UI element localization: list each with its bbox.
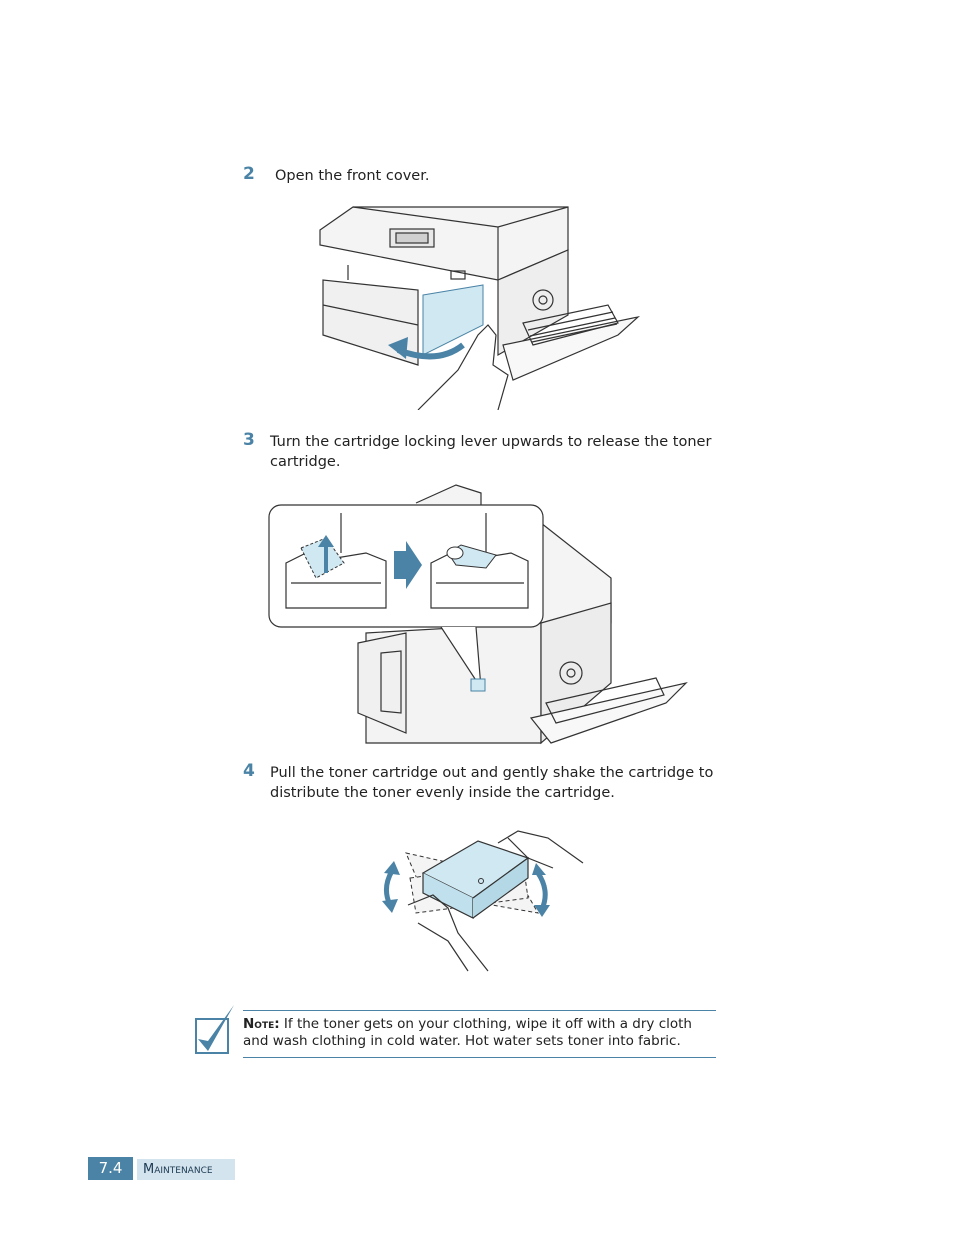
step-number: 4 [243,761,255,781]
step-instruction: Open the front cover. [275,168,430,184]
checkmark-icon [195,1005,234,1054]
section-title: Maintenance [137,1159,235,1180]
cartridge-lever-illustration [268,484,688,745]
note-text: If the toner gets on your clothing, wipe… [243,1016,692,1049]
page-number: 7.4 [88,1157,133,1180]
step-number: 2 [243,164,255,184]
step-instruction: Pull the toner cartridge out and gently … [270,765,714,801]
shake-cartridge-illustration [382,830,584,972]
step-number: 3 [243,430,255,450]
step-instruction: Turn the cartridge locking lever upwards… [270,434,712,470]
note-label: Note: [243,1016,280,1032]
note-box: Note: If the toner gets on your clothing… [243,1010,716,1058]
open-front-cover-illustration [319,206,641,410]
